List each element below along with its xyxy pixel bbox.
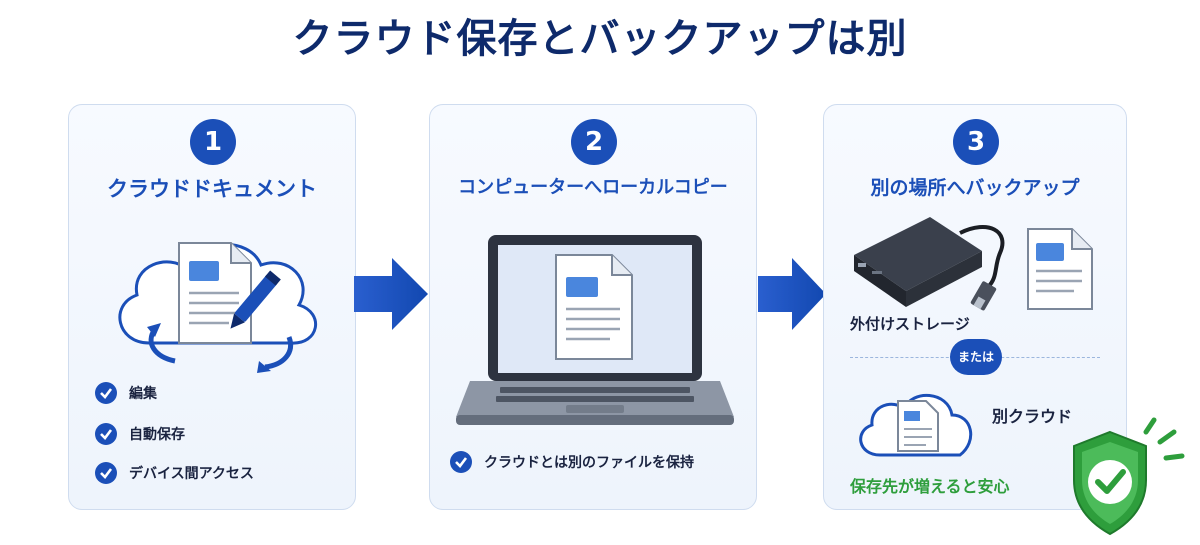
step-1-title: クラウドドキュメント (107, 177, 317, 201)
step-1-badge: 1 (190, 119, 236, 165)
arrow-right-icon (354, 258, 428, 330)
check-icon (95, 462, 117, 484)
cloud-document-icon (118, 242, 317, 373)
check-item: デバイス間アクセス (95, 462, 254, 484)
step-1-panel: 1 クラウドドキュメント 編集 自動保存 (68, 104, 356, 510)
document-icon (555, 254, 633, 360)
check-label: 自動保存 (129, 427, 185, 443)
check-label: デバイス間アクセス (129, 466, 254, 482)
pencil-icon (230, 270, 281, 329)
step-2-badge: 2 (571, 119, 617, 165)
step-2-title: コンピューターへローカルコピー (458, 177, 728, 198)
document-icon (178, 242, 252, 344)
check-item: 自動保存 (95, 423, 185, 445)
check-icon (95, 382, 117, 404)
footer-text: 保存先が増えると安心 (850, 477, 1010, 496)
document-icon (1027, 228, 1093, 310)
external-drive-icon (854, 217, 1005, 311)
step-3-panel: 3 別の場所へバックアップ 外付けストレージ または 別クラウド 保存先が増える… (823, 104, 1127, 510)
cloud-icon (859, 394, 973, 457)
or-badge: または (950, 339, 1002, 375)
other-cloud-label: 別クラウド (992, 407, 1073, 426)
check-icon (450, 451, 472, 473)
check-item: 編集 (95, 382, 157, 404)
check-icon (95, 423, 117, 445)
shield-check-icon (1073, 417, 1185, 536)
check-label: クラウドとは別のファイルを保持 (484, 455, 694, 471)
step-3-title: 別の場所へバックアップ (870, 177, 1080, 199)
check-item: クラウドとは別のファイルを保持 (450, 451, 694, 473)
step-3-badge: 3 (953, 119, 999, 165)
check-label: 編集 (129, 386, 157, 402)
arrow-right-icon (758, 258, 826, 330)
external-storage-label: 外付けストレージ (850, 315, 970, 333)
step-2-panel: 2 コンピューターへローカルコピー クラウドとは別のファイルを保持 (429, 104, 757, 510)
page-title: クラウド保存とバックアップは別 (292, 16, 908, 62)
laptop-icon (456, 235, 734, 425)
